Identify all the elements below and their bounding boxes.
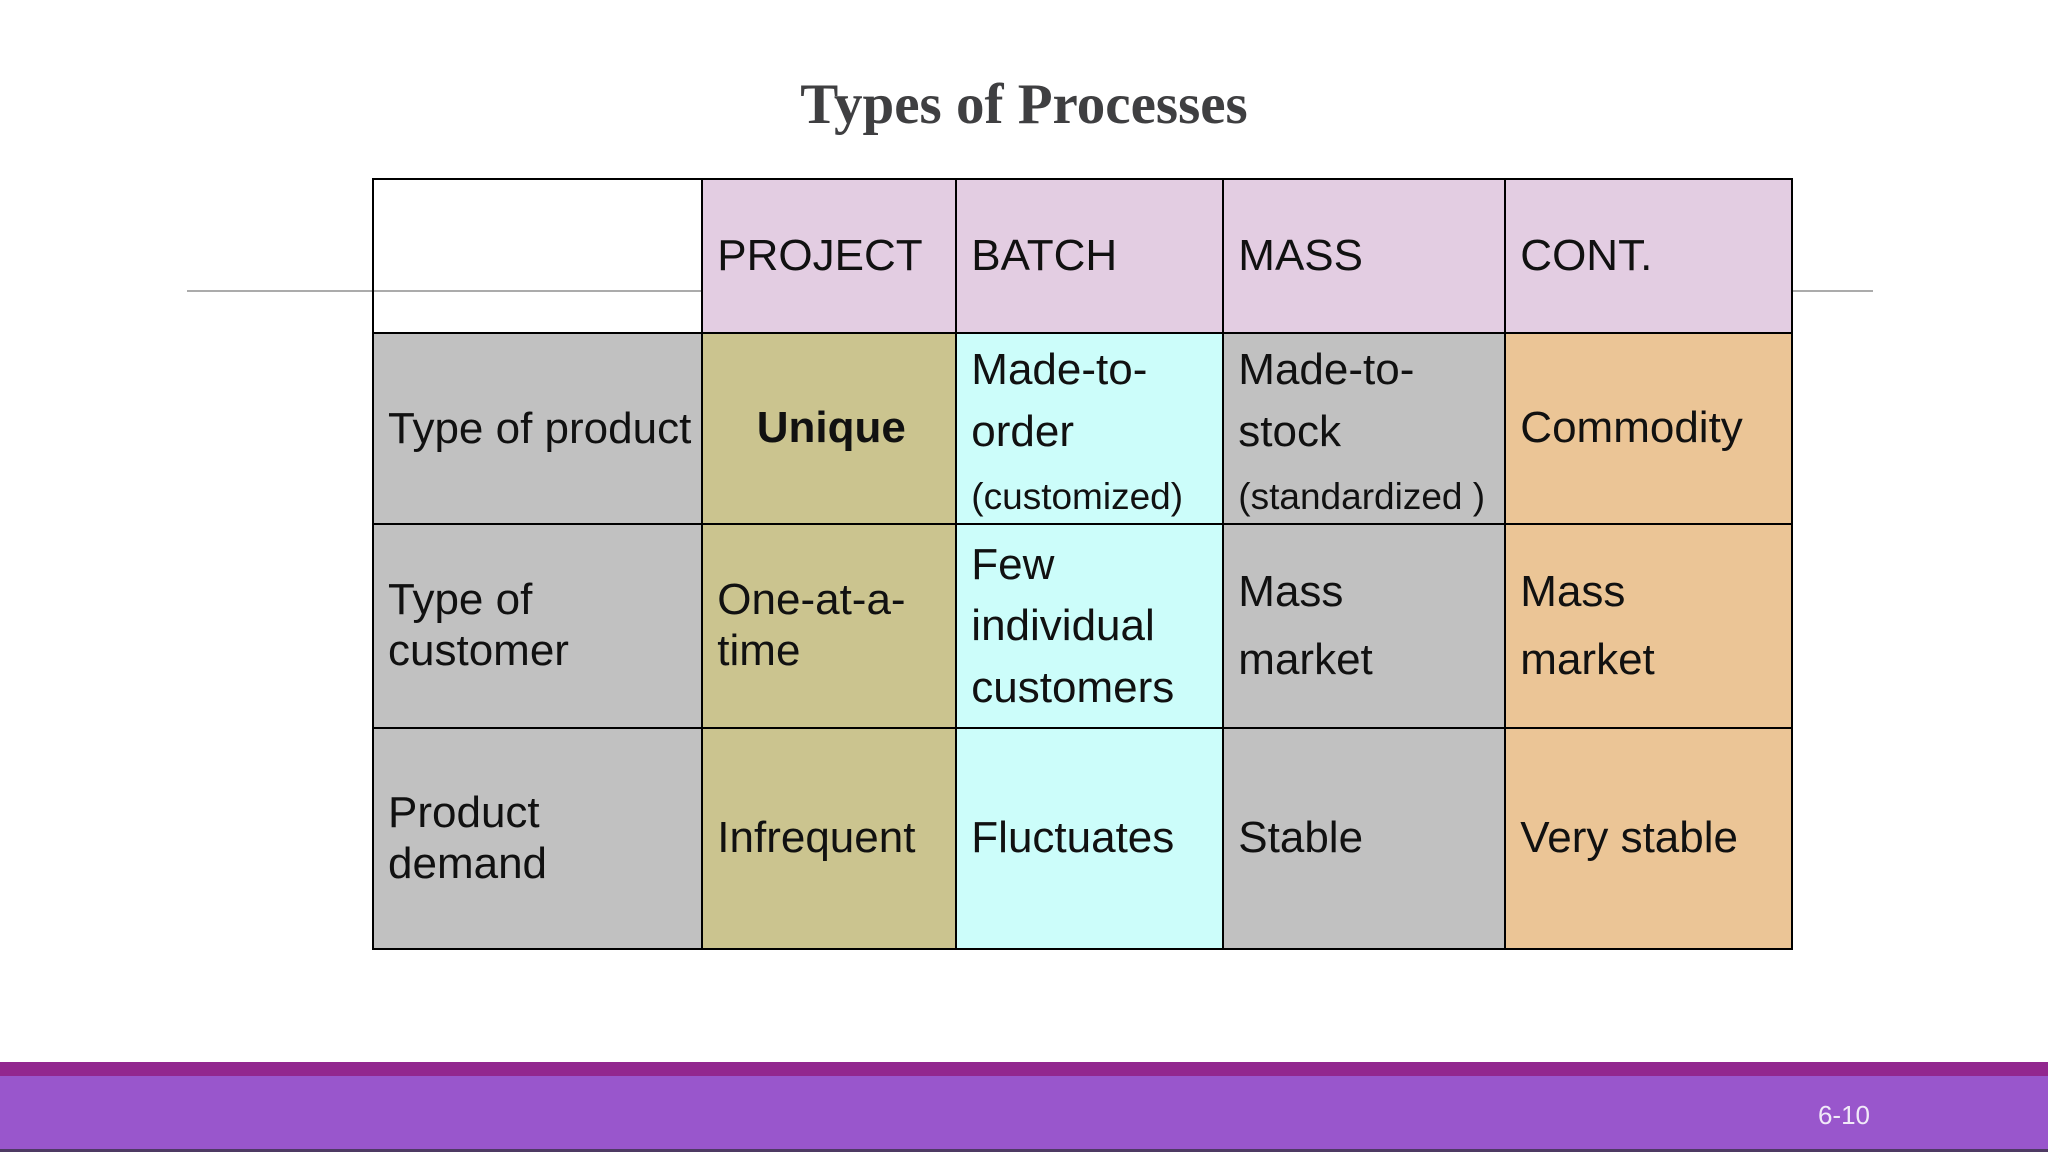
row-label-product-demand: Product demand (371, 727, 704, 950)
footer-bar (0, 1076, 2048, 1152)
cell-cont-customer: Mass market (1504, 523, 1794, 729)
cell-batch-customer: Few individual customers (955, 523, 1225, 729)
cell-text: Made-to- order (971, 344, 1148, 456)
cell-text: Made-to- stock (1238, 344, 1415, 456)
cell-text: Very stable (1520, 813, 1738, 863)
footer-bottom-edge (0, 1149, 2048, 1152)
cell-project-customer: One-at-a- time (701, 523, 958, 729)
process-comparison-table: PROJECT BATCH MASS CONT. Type of product… (371, 178, 1794, 950)
table-header-row: PROJECT BATCH MASS CONT. (371, 178, 1794, 334)
cell-mass-customer: Mass market (1222, 523, 1507, 729)
table-row: Type of customer One-at-a- time Few indi… (371, 523, 1794, 729)
cell-text: One-at-a- time (717, 575, 906, 675)
cell-cont-product: Commodity (1504, 332, 1794, 525)
cell-text: Stable (1238, 813, 1364, 863)
cell-subtext: (standardized ) (1238, 476, 1486, 518)
cell-text: Mass market (1238, 566, 1373, 684)
cell-project-demand: Infrequent (701, 727, 958, 950)
column-header-project: PROJECT (701, 178, 958, 334)
cell-mass-demand: Stable (1222, 727, 1507, 950)
cell-mass-product: Made-to- stock (standardized ) (1222, 332, 1507, 525)
table-row: Product demand Infrequent Fluctuates Sta… (371, 727, 1794, 950)
cell-text: Commodity (1520, 403, 1743, 453)
footer-accent-stripe (0, 1062, 2048, 1076)
table-row: Type of product Unique Made-to- order (c… (371, 332, 1794, 525)
cell-batch-demand: Fluctuates (955, 727, 1225, 950)
page-title: Types of Processes (800, 73, 1248, 136)
cell-text: Unique (756, 403, 906, 453)
cell-text: Mass market (1520, 566, 1655, 684)
cell-batch-product: Made-to- order (customized) (955, 332, 1225, 525)
cell-project-product: Unique (701, 332, 958, 525)
slide-page-number: 6-10 (1817, 1100, 1870, 1130)
cell-text: Infrequent (717, 813, 916, 863)
cell-subtext: (customized) (971, 476, 1184, 518)
cell-cont-demand: Very stable (1504, 727, 1794, 950)
column-header-cont: CONT. (1504, 178, 1794, 334)
column-header-mass: MASS (1222, 178, 1507, 334)
cell-text: Few individual customers (971, 539, 1175, 712)
column-header-batch: BATCH (955, 178, 1225, 334)
cell-text: Fluctuates (971, 813, 1175, 863)
row-label-text: Type of customer (388, 575, 569, 675)
row-label-text: Product demand (388, 787, 548, 888)
row-label-type-of-customer: Type of customer (371, 523, 704, 729)
header-blank-cell (371, 178, 704, 334)
row-label-type-of-product: Type of product (371, 332, 704, 525)
